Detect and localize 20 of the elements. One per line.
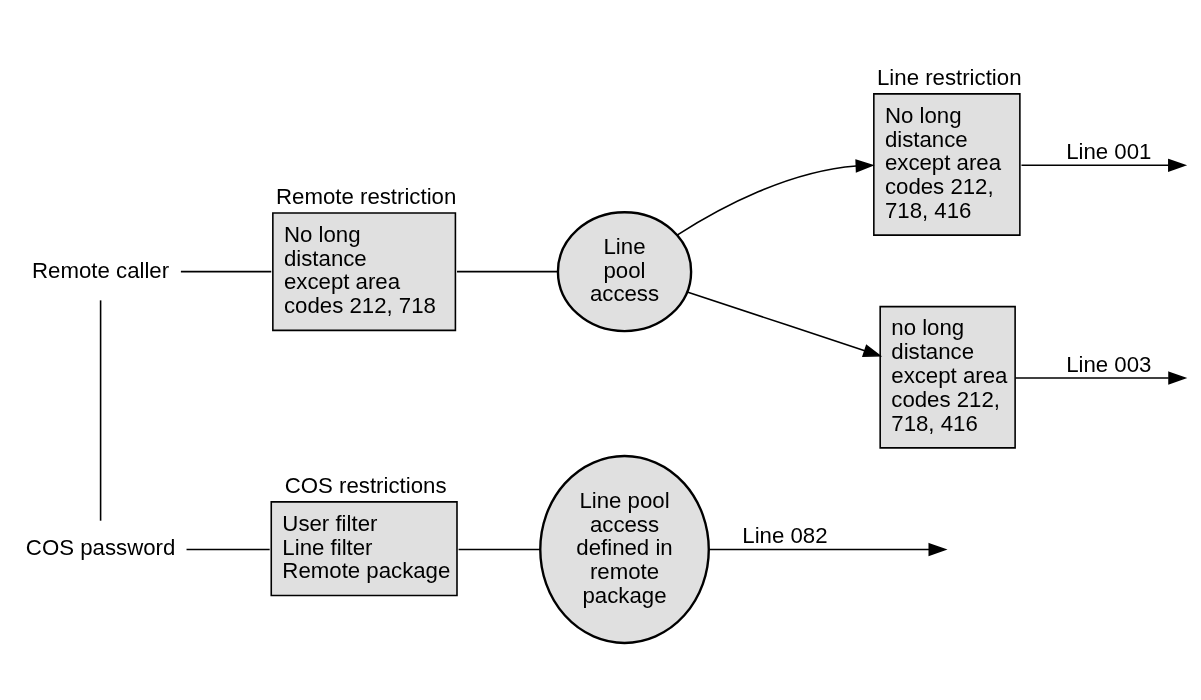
node-text: COS password — [25, 535, 176, 561]
node-circle: Line pool access defined in remote package — [539, 454, 710, 645]
arrow — [708, 542, 948, 557]
node-label: Remote restriction — [276, 183, 457, 209]
arrow — [686, 291, 883, 357]
connector — [180, 270, 273, 273]
node-text: Remote caller — [32, 257, 170, 283]
connector — [457, 548, 541, 551]
node-ellipse: Line pool access — [556, 211, 693, 333]
node-label: Line restriction — [877, 64, 1022, 90]
arrow — [676, 159, 875, 236]
edge-label: Line 001 — [1066, 139, 1152, 165]
arrow — [1014, 371, 1188, 385]
connector — [185, 548, 271, 551]
connector — [456, 270, 559, 273]
edge-label: Line 003 — [1066, 351, 1152, 377]
node-label: COS restrictions — [284, 472, 447, 498]
edge-label: Line 082 — [742, 523, 828, 549]
connector — [99, 299, 102, 522]
arrow — [1020, 158, 1188, 172]
